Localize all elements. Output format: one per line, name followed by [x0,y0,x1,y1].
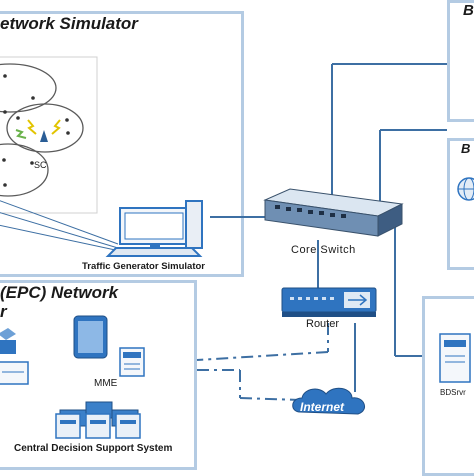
cell-right [6,103,84,153]
epc-network-title: (EPC) Network [0,283,119,302]
core-switch-icon [263,188,404,237]
small-cell-label: SC [34,160,47,170]
antenna-icon [15,119,61,142]
mme-label: MME [94,378,118,389]
cell-top [0,63,57,113]
cell-bottom [0,143,49,197]
cell-ellipses [0,63,84,197]
map-to-generator-lines [0,200,121,252]
right-top-title: B [463,2,474,19]
dashed-links [196,323,329,401]
ran-map-frame [0,56,98,214]
epc-left-server-icon [0,361,29,385]
router-label: Router [306,318,340,330]
bdsrvr-panel [422,296,474,476]
right-mid-panel [447,138,474,270]
router-icon [281,287,377,317]
epc-left-box-icon [0,328,16,354]
right-mid-title: B [461,141,471,156]
traffic-generator-computer-icon [105,200,203,257]
epc-network-title-line2: r [0,302,7,321]
link-lines [210,63,447,392]
mme-server-icon [119,347,145,377]
internet-cloud-icon [292,387,366,415]
ue-device-dots [2,74,70,187]
globe-icon [457,177,474,201]
traffic-generator-label: Traffic Generator Simulator [82,261,206,272]
bdsrvr-server-icon [439,333,471,383]
central-decision-label: Central Decision Support System [14,443,173,454]
central-decision-cluster-icon [55,401,141,439]
right-top-panel [447,0,474,122]
bdsrvr-label: BDSrvr [440,388,466,397]
ran-simulator-title: etwork Simulator [0,14,138,33]
internet-label: Internet [300,400,345,414]
tablet-icon [73,315,108,359]
core-switch-label: Core Switch [291,244,356,256]
